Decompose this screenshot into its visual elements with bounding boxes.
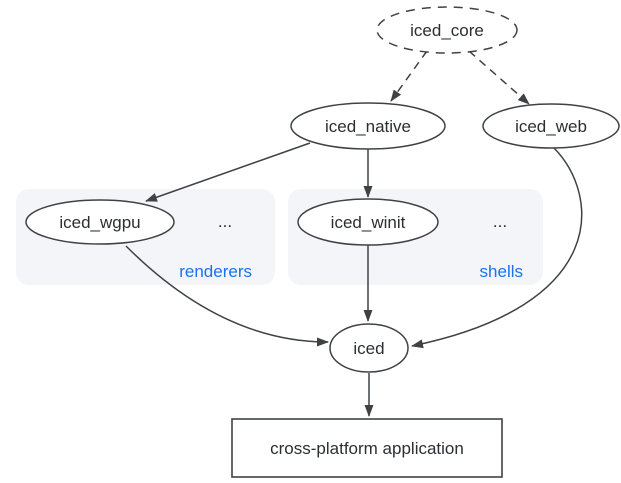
shells-ellipsis: ... [493,212,507,231]
iced-wgpu-label: iced_wgpu [59,213,140,232]
iced-core-label: iced_core [410,21,484,40]
node-iced-web: iced_web [482,103,620,149]
iced-native-ellipse [290,102,446,150]
node-iced-wgpu: iced_wgpu [25,199,175,245]
renderers-group-label: renderers [179,262,252,281]
iced-wgpu-ellipse [25,199,175,245]
iced-label: iced [353,339,384,358]
node-application: cross-platform application [231,418,503,478]
node-iced-core: iced_core [376,6,518,54]
edge-iced-web-to-iced [411,147,583,349]
iced-native-label: iced_native [325,117,411,136]
application-box [231,418,503,478]
node-iced-native: iced_native [290,102,446,150]
iced-ellipse [329,323,409,373]
node-iced-winit: iced_winit [297,198,439,246]
edge-iced-core-to-iced-native [390,50,428,102]
node-iced: iced [329,323,409,373]
edge-iced-native-to-iced-wgpu [145,142,311,202]
application-label: cross-platform application [270,439,464,458]
iced-web-ellipse [482,103,620,149]
iced-winit-ellipse [297,198,439,246]
edge-iced-core-to-iced-web [468,50,530,105]
edge-iced-wgpu-to-iced [125,245,329,347]
iced-web-label: iced_web [515,117,587,136]
shells-group-label: shells [480,262,523,281]
renderers-ellipsis: ... [218,212,232,231]
iced-core-ellipse [376,6,518,54]
iced-winit-label: iced_winit [331,213,406,232]
